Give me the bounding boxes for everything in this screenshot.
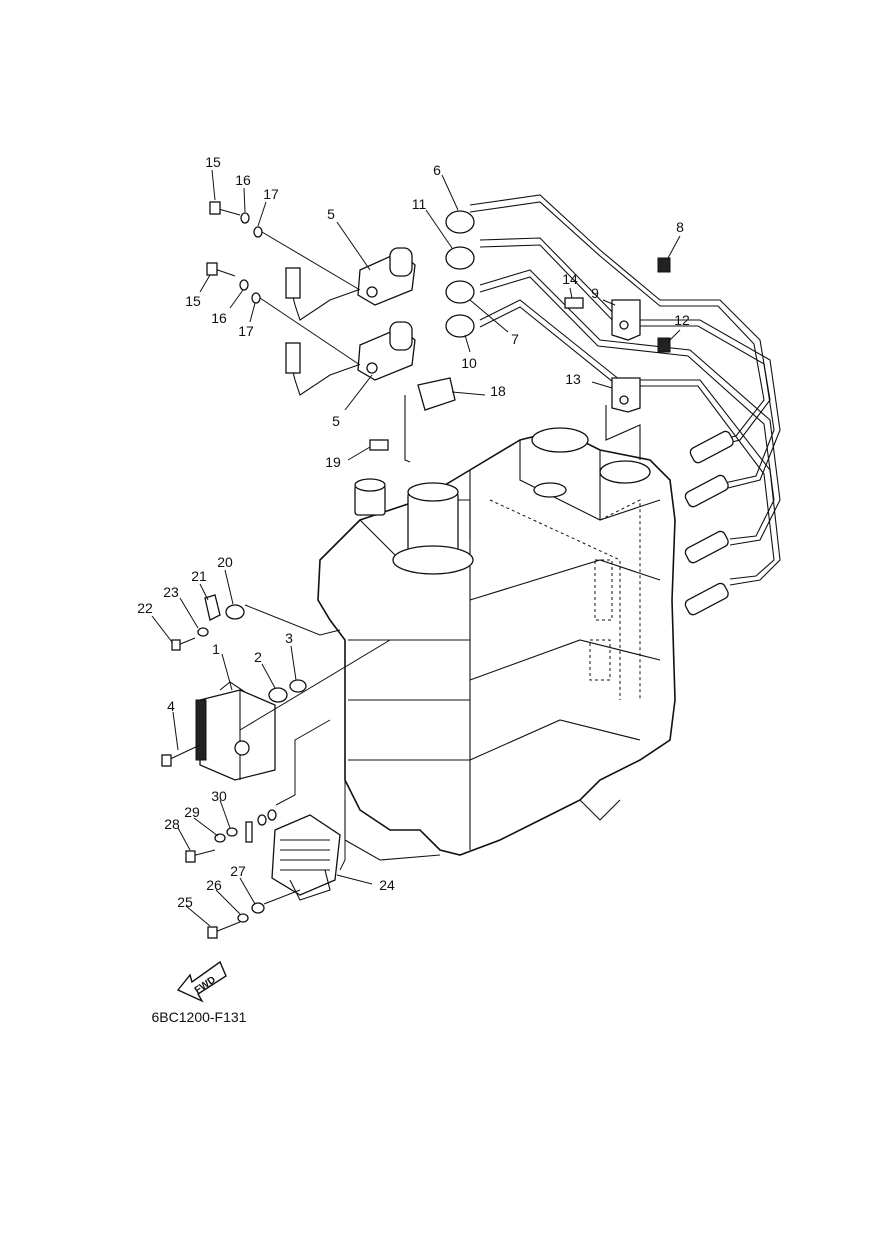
ignition-coil-lower [285, 321, 416, 396]
callout-21: 21 [191, 568, 207, 584]
callout-10: 10 [461, 355, 477, 371]
spark-plug-cords [445, 194, 781, 616]
callout-22: 22 [137, 600, 153, 616]
callout-5-upper: 5 [327, 206, 335, 222]
fasteners [161, 201, 361, 939]
callout-9: 9 [591, 285, 599, 301]
callout-17-lower: 17 [238, 323, 254, 339]
callout-26: 26 [206, 877, 222, 893]
callout-7: 7 [511, 331, 519, 347]
cdi-unit [195, 681, 276, 781]
callout-16-top: 16 [235, 172, 251, 188]
callout-24: 24 [379, 877, 395, 893]
rectifier-regulator [271, 735, 346, 901]
callout-19: 19 [325, 454, 341, 470]
callout-15-top: 15 [205, 154, 221, 170]
engine-block [317, 427, 676, 861]
callout-28: 28 [164, 816, 180, 832]
cord-holders [564, 257, 671, 460]
callout-14: 14 [562, 271, 578, 287]
callout-8: 8 [676, 219, 684, 235]
callout-leaders [151, 169, 681, 927]
callout-29: 29 [184, 804, 200, 820]
callout-6: 6 [433, 162, 441, 178]
callout-17-top: 17 [263, 186, 279, 202]
callout-25: 25 [177, 894, 193, 910]
callout-15-lower: 15 [185, 293, 201, 309]
callout-18: 18 [490, 383, 506, 399]
callout-27: 27 [230, 863, 246, 879]
ignition-coil-upper [285, 247, 416, 321]
callout-13: 13 [565, 371, 581, 387]
callout-5-lower: 5 [332, 413, 340, 429]
bracket-18-19 [369, 377, 456, 463]
grommets-2-3 [239, 639, 391, 731]
callout-20: 20 [217, 554, 233, 570]
diagram-code: 6BC1200-F131 [152, 1009, 247, 1025]
fwd-arrow-icon: FWD [176, 960, 227, 1003]
callout-12: 12 [674, 312, 690, 328]
callout-1: 1 [212, 641, 220, 657]
callout-labels: 1 2 3 4 5 5 6 7 8 9 10 11 12 13 14 15 15… [137, 154, 690, 910]
callout-23: 23 [163, 584, 179, 600]
callout-4: 4 [167, 698, 175, 714]
callout-2: 2 [254, 649, 262, 665]
callout-30: 30 [211, 788, 227, 804]
callout-3: 3 [285, 630, 293, 646]
callout-11: 11 [412, 196, 427, 212]
callout-16-lower: 16 [211, 310, 227, 326]
